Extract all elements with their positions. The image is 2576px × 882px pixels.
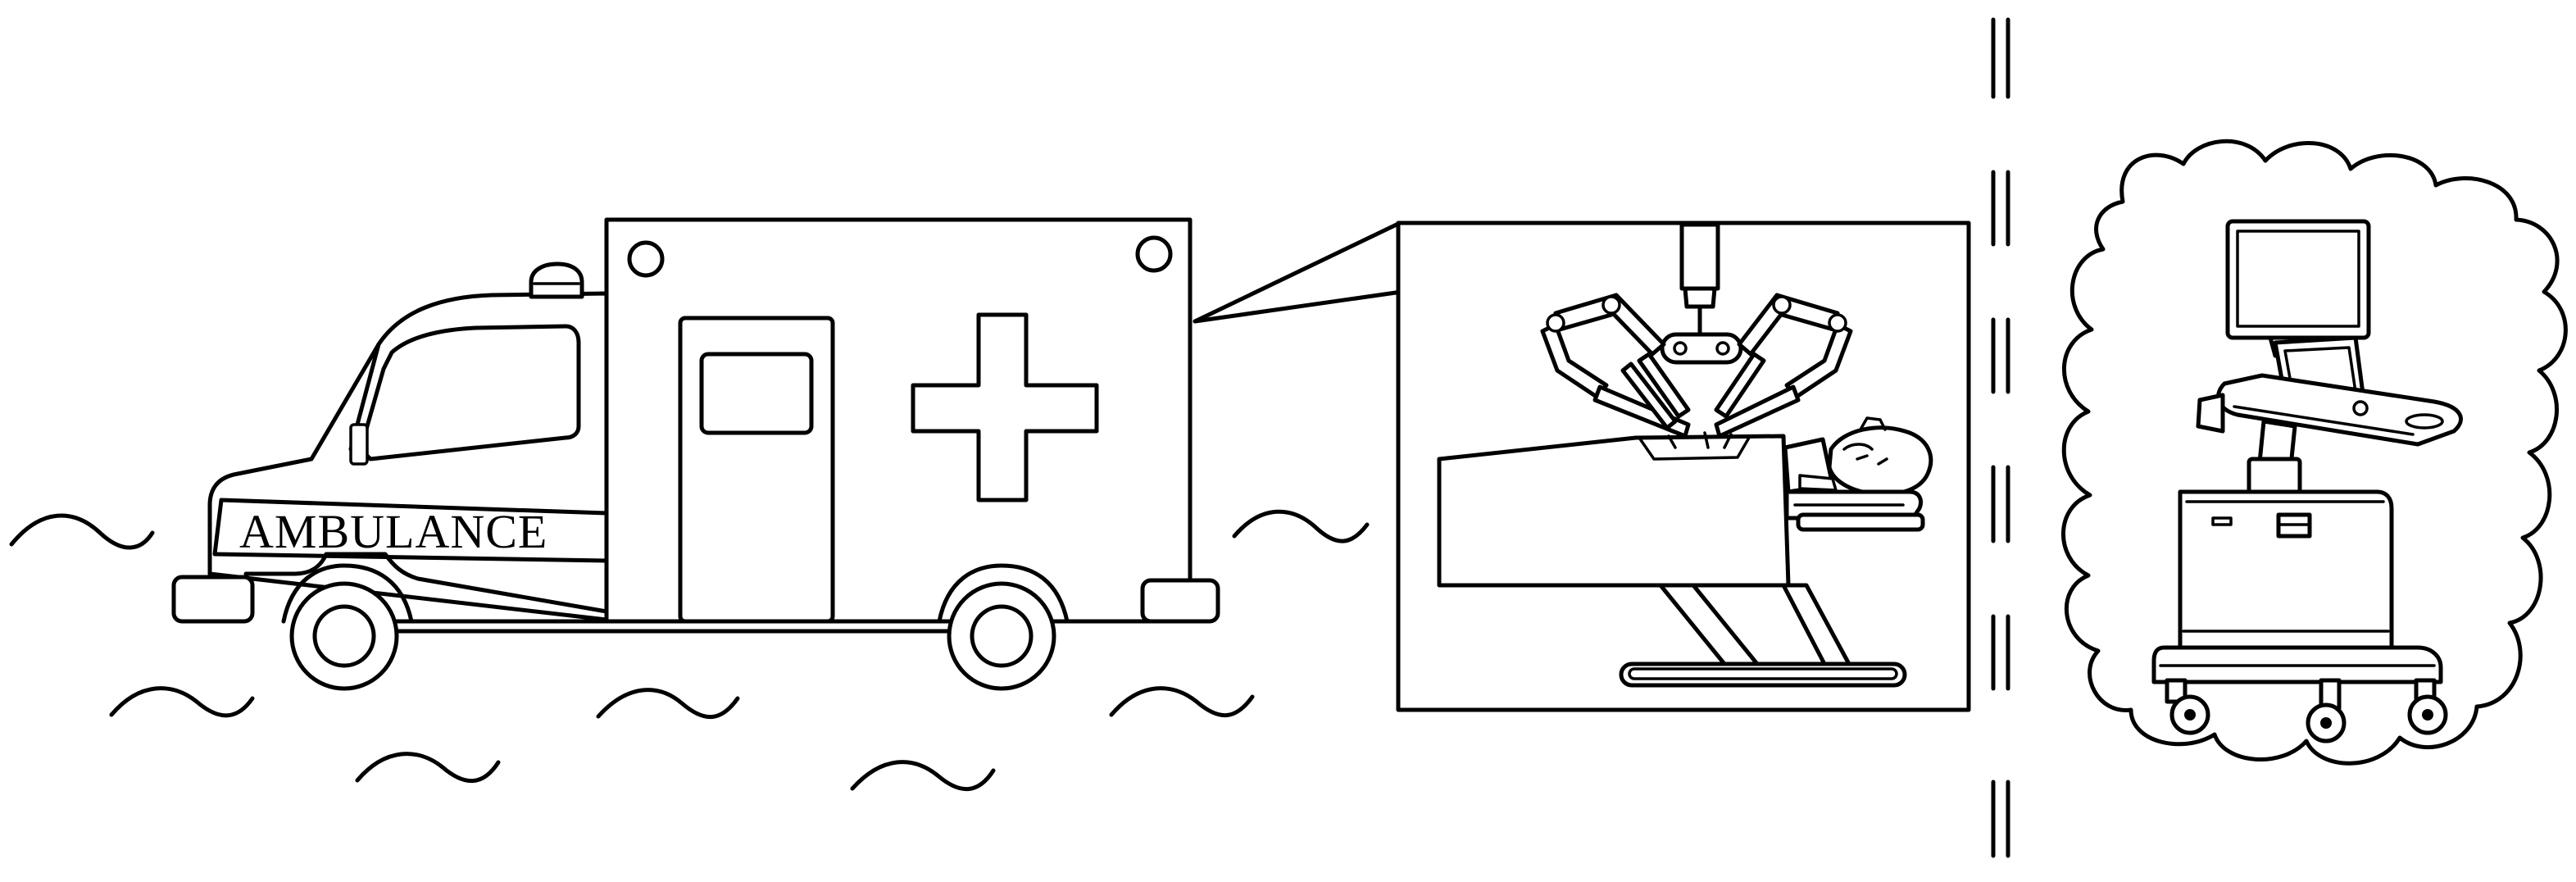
ambulance-cab-window <box>358 324 581 461</box>
console-cabinet <box>2178 489 2394 650</box>
squiggle <box>355 752 501 783</box>
ambulance-door-window <box>699 352 814 435</box>
console-caster <box>2306 678 2347 743</box>
ambulance-label-panel <box>212 498 609 563</box>
separator-dashed <box>1991 17 2010 858</box>
ambulance-front-bumper <box>171 575 255 624</box>
robot-column-neck <box>1683 286 1717 309</box>
console-caster <box>2407 678 2448 735</box>
robot-surgery-panel <box>1396 220 1971 712</box>
ultrasound-console-icon <box>2151 219 2463 743</box>
ambulance-rear-arch <box>937 563 1070 624</box>
ambulance-mirror <box>349 423 369 466</box>
ambulance-front-arch <box>281 563 414 624</box>
ambulance-rear-wheel <box>947 581 1056 691</box>
ambulance-box-light <box>1135 235 1173 273</box>
ambulance-front-wheel <box>289 581 399 691</box>
squiggle <box>1109 686 1255 717</box>
robot-column <box>1679 222 1720 291</box>
console-side-handle <box>2196 393 2225 434</box>
console-caster <box>2165 678 2210 735</box>
squiggle <box>1232 509 1370 543</box>
ambulance-rear-bumper <box>1140 578 1220 624</box>
surgical-robot-icon <box>1540 293 1853 439</box>
motion-squiggles <box>9 509 1370 791</box>
callout-lines <box>1193 220 1404 324</box>
ambulance-label: AMBULANCE <box>239 505 547 558</box>
ambulance-box-light <box>627 240 665 278</box>
squiggle <box>596 688 740 719</box>
ambulance-underbody <box>243 552 609 614</box>
drape-fold <box>1638 436 1751 461</box>
ambulance-beacon <box>529 261 584 299</box>
ambulance-cross <box>911 312 1099 502</box>
cloud-icon <box>2061 139 2568 766</box>
patient-icon <box>1783 416 1933 497</box>
squiggle <box>850 760 996 791</box>
squiggle <box>109 686 255 718</box>
ambulance-icon: AMBULANCE <box>171 217 1220 691</box>
squiggle <box>9 513 155 550</box>
operating-table-slab <box>1796 512 1925 532</box>
